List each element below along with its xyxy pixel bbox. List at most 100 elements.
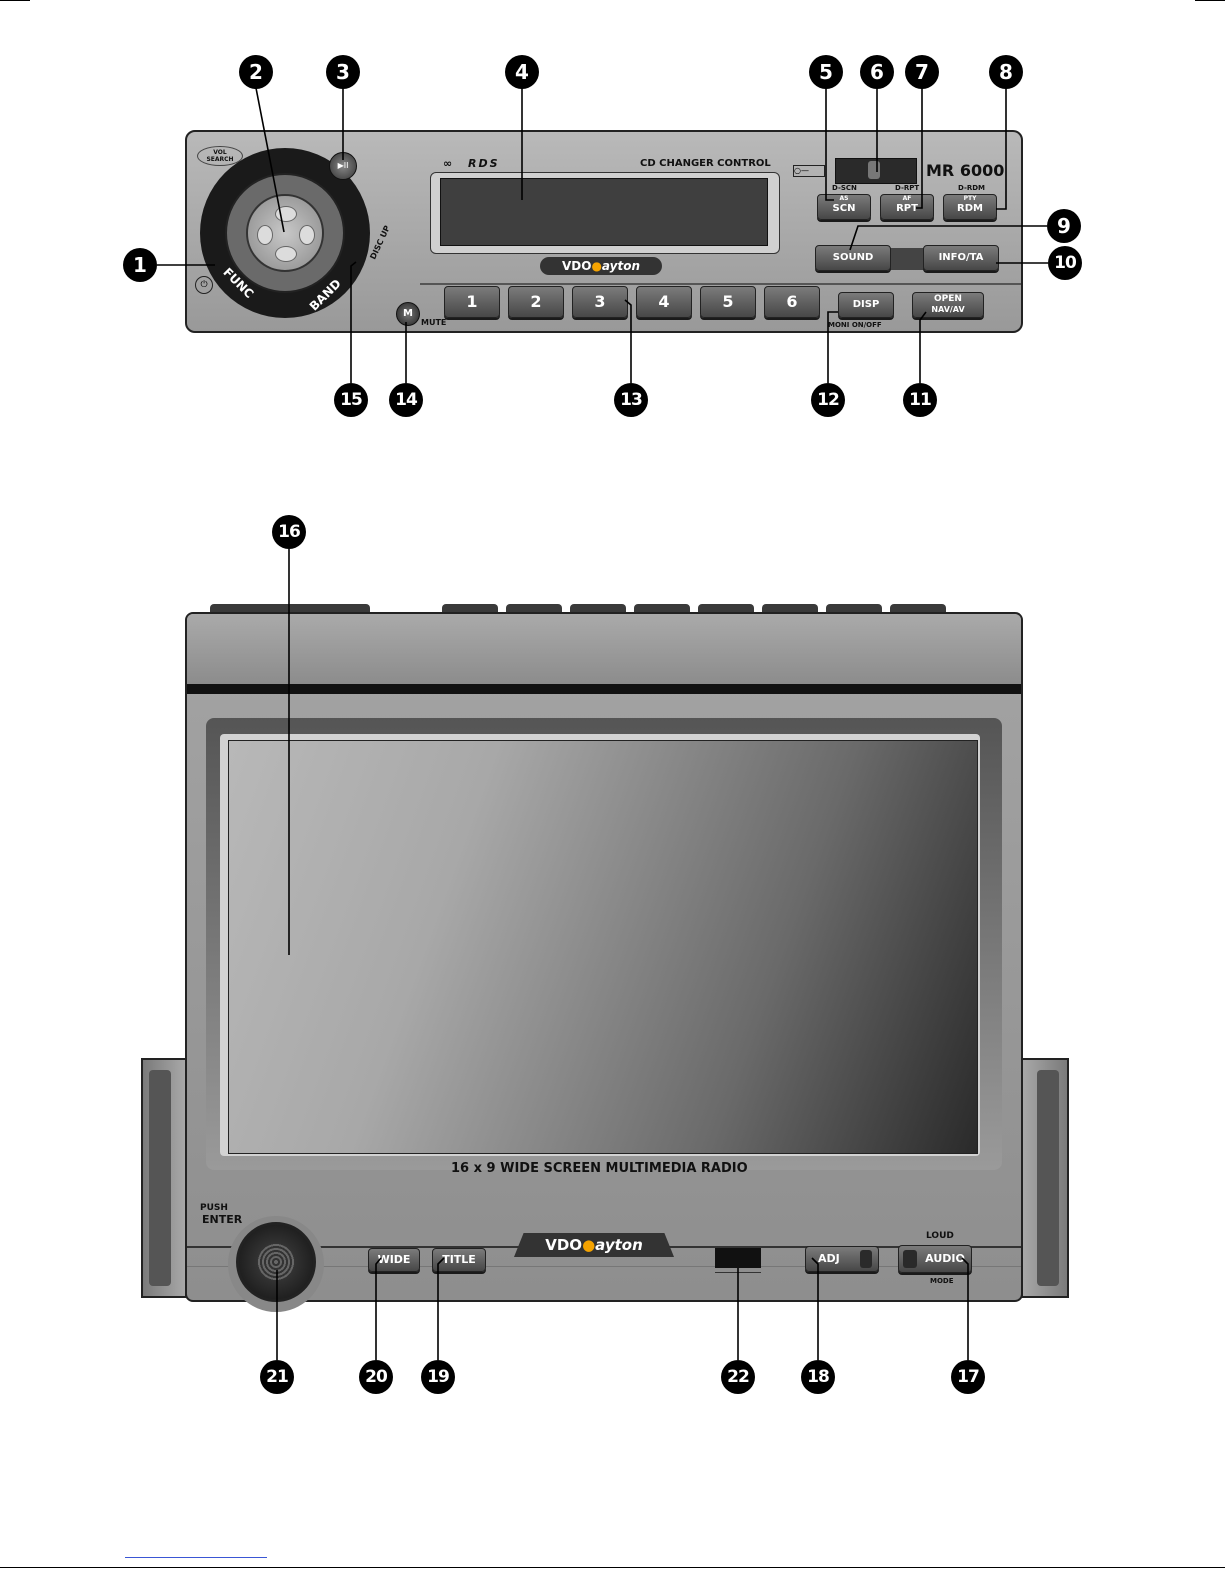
leader-17 xyxy=(961,1257,969,1360)
disp-button[interactable]: DISP xyxy=(838,292,894,318)
leader-13 xyxy=(624,299,632,383)
monitor-brand-logo: VDO●ayton xyxy=(514,1233,674,1257)
callout-21: 21 xyxy=(260,1360,294,1394)
leader-12 xyxy=(827,311,838,383)
moni-label: MONI ON/OFF xyxy=(828,321,882,329)
callout-13: 13 xyxy=(614,383,648,417)
open-label: OPEN xyxy=(934,294,962,304)
adj-label: ADJ xyxy=(818,1252,840,1265)
lcd-display xyxy=(440,178,768,246)
wide-button[interactable]: WIDE xyxy=(368,1248,420,1272)
monitor-top-slot xyxy=(187,684,1021,694)
callout-5: 5 xyxy=(809,55,843,89)
preset-button-6[interactable]: 6 xyxy=(764,286,820,318)
wide-screen xyxy=(228,740,978,1154)
leader-9 xyxy=(849,225,1047,251)
callout-12: 12 xyxy=(811,383,845,417)
rdm-top-label: D-RDM xyxy=(958,184,986,192)
scn-button[interactable]: AS SCN xyxy=(817,194,871,220)
cd-logo-icon: ∞ xyxy=(443,157,453,170)
rds-label: RDS xyxy=(468,157,500,170)
footer-link-rule xyxy=(125,1557,267,1558)
footer-rule xyxy=(0,1567,1225,1568)
vol-search-icon: VOL SEARCH xyxy=(197,146,243,166)
monitor-brand-vdo: VDO xyxy=(545,1236,583,1254)
scn-main-label: SCN xyxy=(832,203,856,214)
preset-button-5[interactable]: 5 xyxy=(700,286,756,318)
power-icon: ⏻ xyxy=(195,276,213,294)
screen-caption: 16 x 9 WIDE SCREEN MULTIMEDIA RADIO xyxy=(451,1161,748,1176)
callout-7: 7 xyxy=(905,55,939,89)
callout-1: 1 xyxy=(123,248,157,282)
audio-slider-icon xyxy=(903,1250,917,1268)
info-ta-button[interactable]: INFO/TA xyxy=(923,245,999,271)
audio-label: AUDIO xyxy=(925,1252,965,1265)
open-nav-button[interactable]: OPEN NAV/AV xyxy=(912,292,984,318)
preset-button-1[interactable]: 1 xyxy=(444,286,500,318)
callout-8: 8 xyxy=(989,55,1023,89)
model-label: MR 6000 xyxy=(926,161,1005,180)
faceplate-divider xyxy=(420,283,1021,285)
leader-8 xyxy=(996,88,1007,210)
rpt-button[interactable]: AF RPT xyxy=(880,194,934,220)
callout-10: 10 xyxy=(1048,246,1082,280)
mute-label: MUTE xyxy=(421,318,447,327)
callout-6: 6 xyxy=(860,55,894,89)
callout-17: 17 xyxy=(951,1360,985,1394)
callout-20: 20 xyxy=(359,1360,393,1394)
rpt-main-label: RPT xyxy=(896,203,918,214)
bracket-slot-right xyxy=(1037,1070,1059,1286)
mute-button[interactable]: M xyxy=(396,302,420,326)
brand-logo: VDO●ayton xyxy=(540,257,662,275)
callout-22: 22 xyxy=(721,1360,755,1394)
callout-2: 2 xyxy=(239,55,273,89)
leader-19 xyxy=(437,1257,445,1360)
top-rule-left xyxy=(0,0,30,1)
ir-sensor xyxy=(715,1248,761,1268)
brand-vdo: VDO xyxy=(561,259,592,273)
brand-dot-icon: ● xyxy=(591,259,602,273)
loud-label: LOUD xyxy=(926,1231,954,1241)
eject-icon: ○— xyxy=(793,165,825,177)
rpt-top-label: D-RPT xyxy=(895,184,920,192)
scn-small-label: AS xyxy=(839,195,849,202)
push-label: PUSH xyxy=(200,1203,228,1213)
joystick-left-icon xyxy=(257,225,273,245)
monitor-brand-ayton: ayton xyxy=(595,1236,643,1254)
leader-11 xyxy=(919,311,927,383)
callout-18: 18 xyxy=(801,1360,835,1394)
joystick-right-icon xyxy=(299,225,315,245)
leader-5 xyxy=(825,88,834,201)
callout-16: 16 xyxy=(272,515,306,549)
callout-14: 14 xyxy=(389,383,423,417)
rdm-small-label: PTY xyxy=(963,195,977,202)
cd-changer-label: CD CHANGER CONTROL xyxy=(640,158,771,169)
preset-button-4[interactable]: 4 xyxy=(636,286,692,318)
callout-11: 11 xyxy=(903,383,937,417)
brand-ayton: ayton xyxy=(601,259,640,273)
knob-grip-icon xyxy=(257,1243,295,1281)
sound-info-bar xyxy=(880,248,930,270)
leader-2 xyxy=(255,87,285,233)
preset-button-3[interactable]: 3 xyxy=(572,286,628,318)
leader-18 xyxy=(811,1257,819,1360)
preset-button-2[interactable]: 2 xyxy=(508,286,564,318)
leader-15 xyxy=(350,261,357,383)
leader-20 xyxy=(375,1257,382,1360)
callout-9: 9 xyxy=(1047,209,1081,243)
mode-label: MODE xyxy=(930,1277,954,1285)
audio-button[interactable]: AUDIO xyxy=(898,1245,972,1273)
rpt-small-label: AF xyxy=(902,195,912,202)
callout-19: 19 xyxy=(421,1360,455,1394)
monitor-top-band xyxy=(187,614,1021,684)
lower-panel-line-2 xyxy=(187,1266,1021,1267)
sound-button[interactable]: SOUND xyxy=(815,245,891,271)
enter-knob[interactable] xyxy=(236,1222,316,1302)
enter-label: ENTER xyxy=(202,1213,243,1226)
joystick-down-icon xyxy=(275,246,297,262)
callout-15: 15 xyxy=(334,383,368,417)
adj-slider-icon xyxy=(860,1250,872,1268)
mount-bracket-left xyxy=(141,1058,187,1298)
rdm-button[interactable]: PTY RDM xyxy=(943,194,997,220)
